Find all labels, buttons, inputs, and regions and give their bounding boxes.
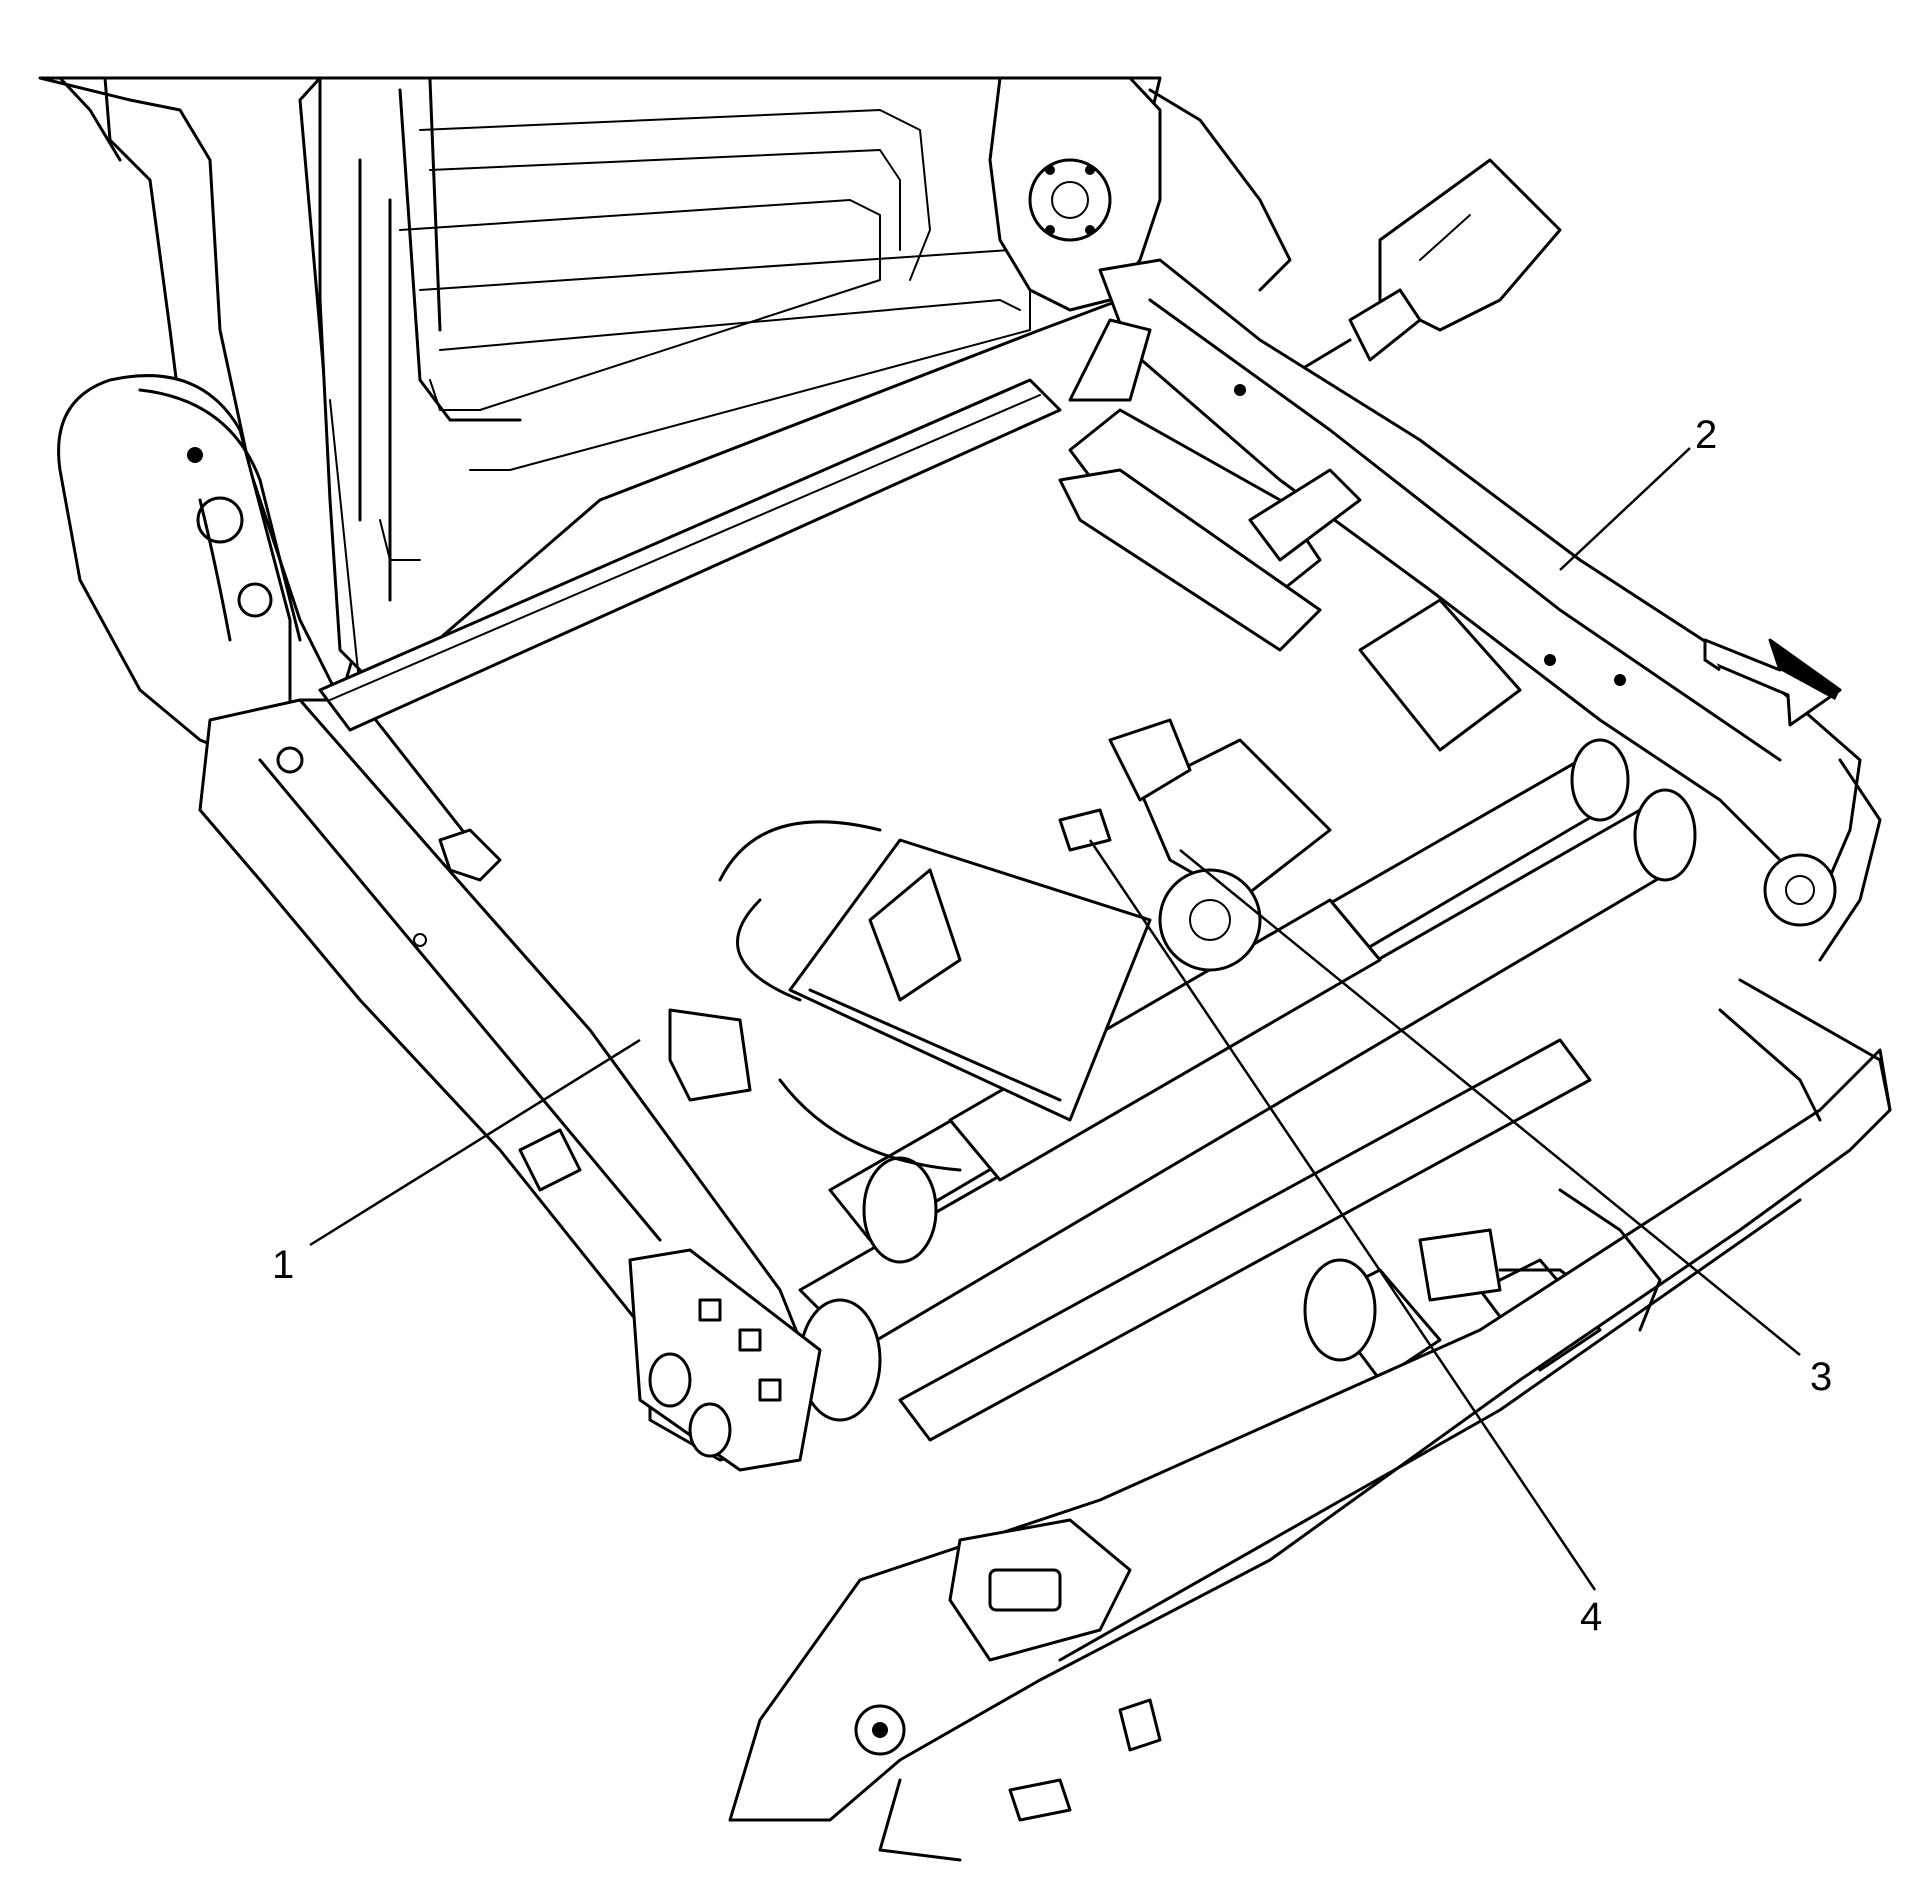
callout-leaders [309,447,1801,1591]
leader-3 [1179,849,1801,1356]
callout-4: 4 [1580,1595,1602,1639]
callout-3: 3 [1810,1355,1832,1399]
seat-base-front [648,1048,1892,1862]
recliner-cover [57,374,302,762]
callout-labels: 1 2 3 4 [272,413,1832,1639]
connector-1 [668,1008,752,1102]
leader-2 [1559,447,1691,571]
connector-4 [1058,808,1112,852]
forward-arrow-icon [1703,638,1842,727]
cross-tubes [318,318,1322,732]
frame-right-base [1558,978,1892,1332]
right-side-rail [1098,258,1882,962]
leader-4 [1088,839,1597,1591]
left-side-rail [198,698,822,1422]
connector-3 [1108,718,1192,802]
lumbar-switch-plate [628,1248,822,1472]
callout-2: 2 [1695,413,1717,457]
callout-1: 1 [272,1243,294,1287]
connectors [518,718,1602,1302]
leader-1 [309,1038,641,1247]
seat-belt-buckle [1298,158,1562,372]
seat-module [718,820,1152,1172]
